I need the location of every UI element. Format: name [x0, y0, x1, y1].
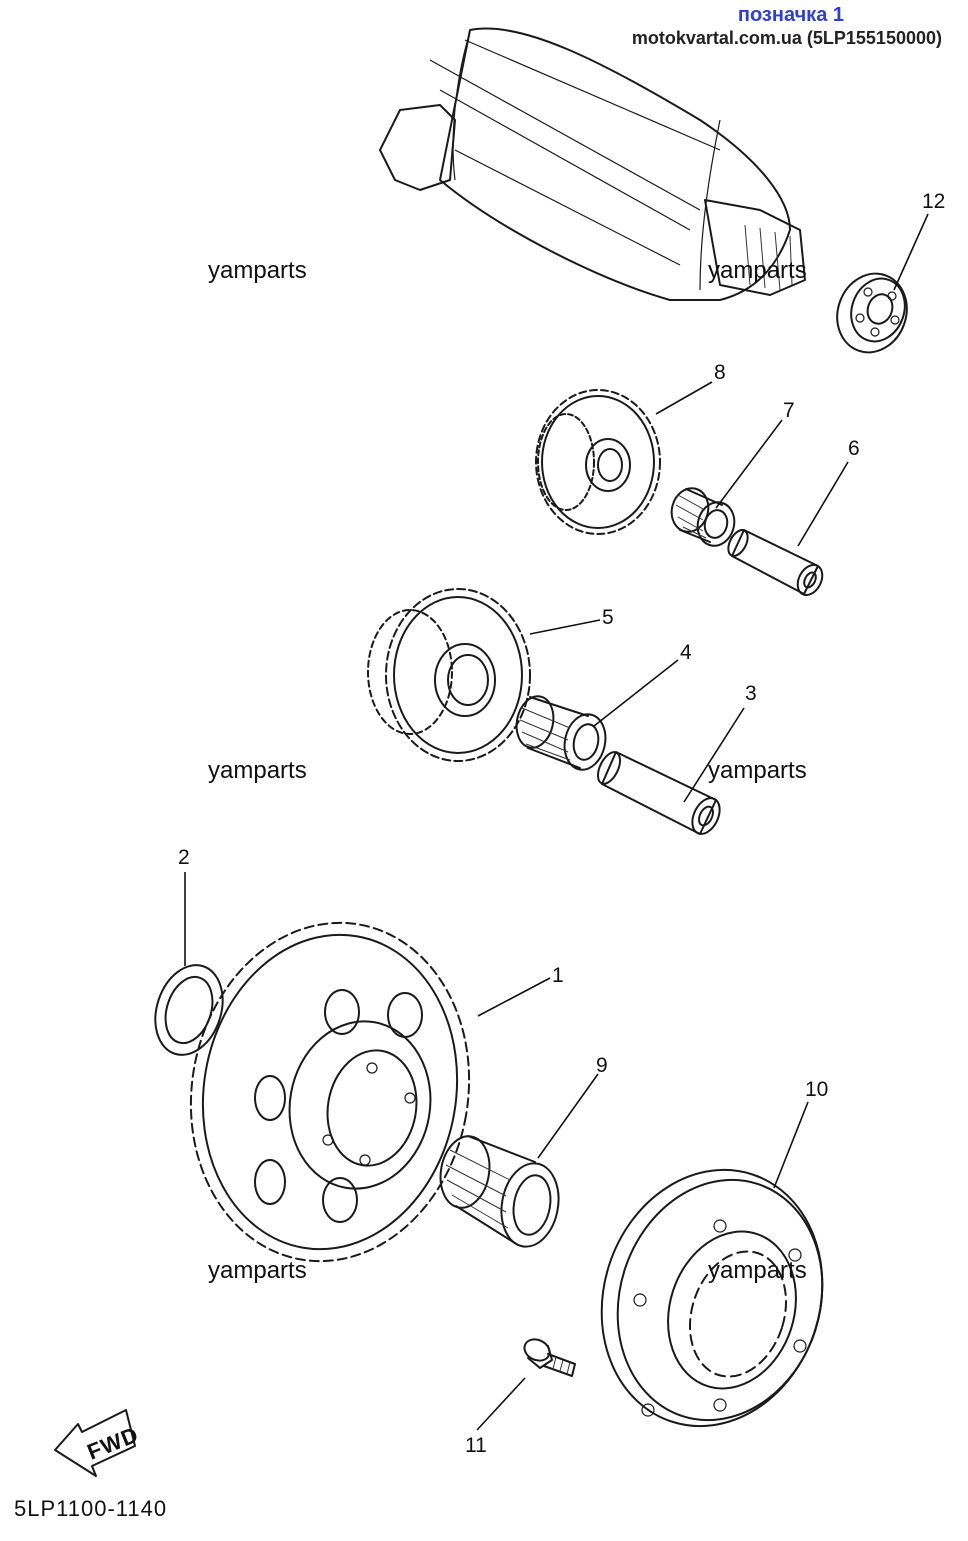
- callout-10: 10: [805, 1078, 828, 1101]
- starter-motor: [379, 27, 806, 301]
- part-1-large-gear: [189, 921, 471, 1263]
- watermark-4: yamparts: [708, 757, 807, 784]
- part-12-bearing: [836, 272, 908, 354]
- watermarks: yamparts yamparts yamparts yamparts yamp…: [208, 257, 807, 1284]
- part-10-clutch: [600, 1168, 824, 1428]
- callout-12: 12: [922, 190, 945, 213]
- watermark-2: yamparts: [708, 257, 807, 284]
- part-3-shaft: [597, 751, 721, 835]
- part-5-gear: [367, 588, 531, 762]
- callout-4: 4: [680, 641, 692, 664]
- header-source: motokvartal.com.ua (5LP155150000): [631, 28, 942, 48]
- callout-2: 2: [178, 846, 190, 869]
- part-8-gear: [535, 389, 661, 535]
- watermark-6: yamparts: [708, 1257, 807, 1284]
- callout-11: 11: [465, 1434, 487, 1457]
- callout-7: 7: [783, 399, 795, 422]
- part-11-bolt: [523, 1338, 576, 1377]
- callout-9: 9: [596, 1054, 608, 1077]
- callout-5: 5: [602, 606, 614, 629]
- callout-numbers: 1 2 3 4 5 6 7 8 9 10 11 12: [178, 190, 945, 1457]
- diagram-code: 5LP1100-1140: [14, 1496, 167, 1521]
- callout-1: 1: [552, 964, 564, 987]
- part-7-needle-bearing: [670, 487, 736, 547]
- part-6-shaft: [727, 529, 824, 597]
- part-4-needle-bearing: [515, 695, 607, 771]
- callout-8: 8: [714, 361, 726, 384]
- leader-lines: [184, 213, 929, 1431]
- header-title: позначка 1: [737, 4, 844, 26]
- watermark-1: yamparts: [208, 257, 307, 284]
- fwd-label: FWD: [84, 1422, 143, 1465]
- watermark-3: yamparts: [208, 757, 307, 784]
- part-9-needle-bearing: [439, 1135, 560, 1248]
- callout-6: 6: [848, 437, 860, 460]
- callout-3: 3: [745, 682, 757, 705]
- part-2-washer: [154, 964, 224, 1056]
- fwd-arrow-icon: FWD: [54, 1409, 143, 1477]
- watermark-5: yamparts: [208, 1257, 307, 1284]
